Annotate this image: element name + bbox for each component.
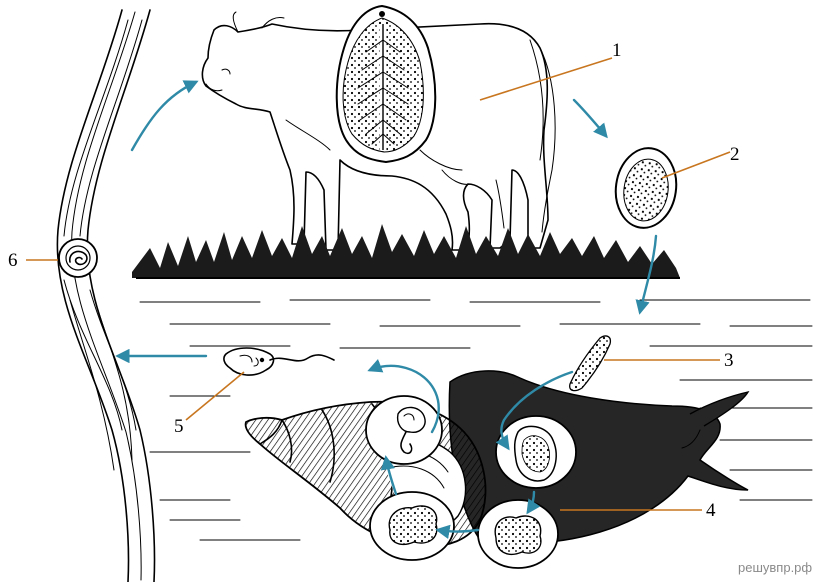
adolescaria-cyst [59, 239, 97, 277]
stage-circle-sporocyst [370, 492, 454, 560]
stage-circle-miracidium-in-snail [496, 416, 576, 488]
grass-stem [57, 10, 154, 582]
cercaria [224, 348, 334, 375]
stage-circle-cercaria [366, 396, 442, 464]
label-6: 6 [8, 250, 18, 271]
egg [611, 144, 682, 232]
grass [132, 224, 680, 278]
adult-fluke [337, 6, 436, 162]
label-2: 2 [730, 144, 740, 165]
label-1: 1 [612, 40, 622, 61]
watermark: решувпр.рф [738, 560, 812, 575]
label-5: 5 [174, 416, 184, 437]
label-3: 3 [724, 350, 734, 371]
stage-circle-redia [478, 500, 558, 568]
miracidium [570, 336, 611, 391]
label-4: 4 [706, 500, 716, 521]
